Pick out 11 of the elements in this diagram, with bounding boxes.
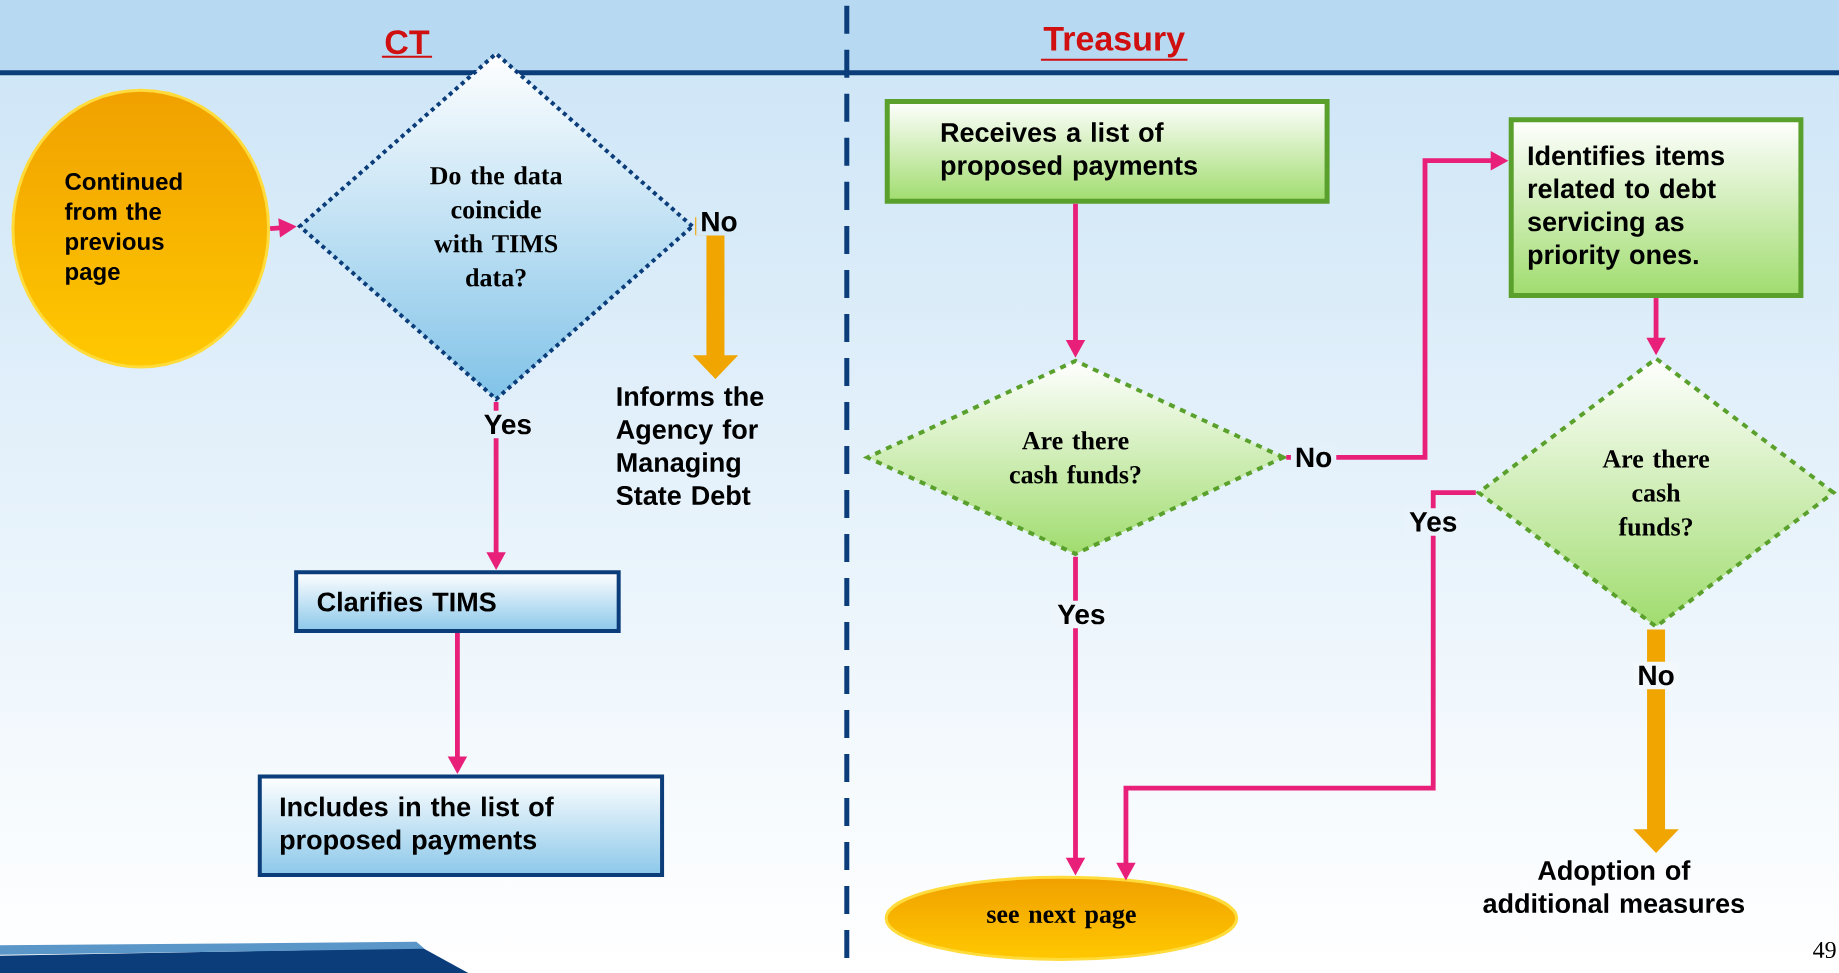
- edge-label: No: [696, 207, 742, 236]
- step-text: Adoption of additional measures: [1483, 860, 1745, 913]
- section-heading: Treasury: [1039, 26, 1189, 61]
- page-number: 49: [1813, 941, 1836, 958]
- process-box: Receives a list of proposed payments: [884, 98, 1330, 204]
- process-box: Clarifies TIMS: [294, 570, 621, 633]
- edge-label: Yes: [1053, 600, 1110, 629]
- process-box: Identifies items related to debt servicing as priority ones.: [1508, 116, 1804, 298]
- edge-label: No: [1633, 661, 1679, 690]
- process-box: Includes in the list of proposed payments: [257, 774, 665, 877]
- edge-label: Yes: [1405, 507, 1462, 536]
